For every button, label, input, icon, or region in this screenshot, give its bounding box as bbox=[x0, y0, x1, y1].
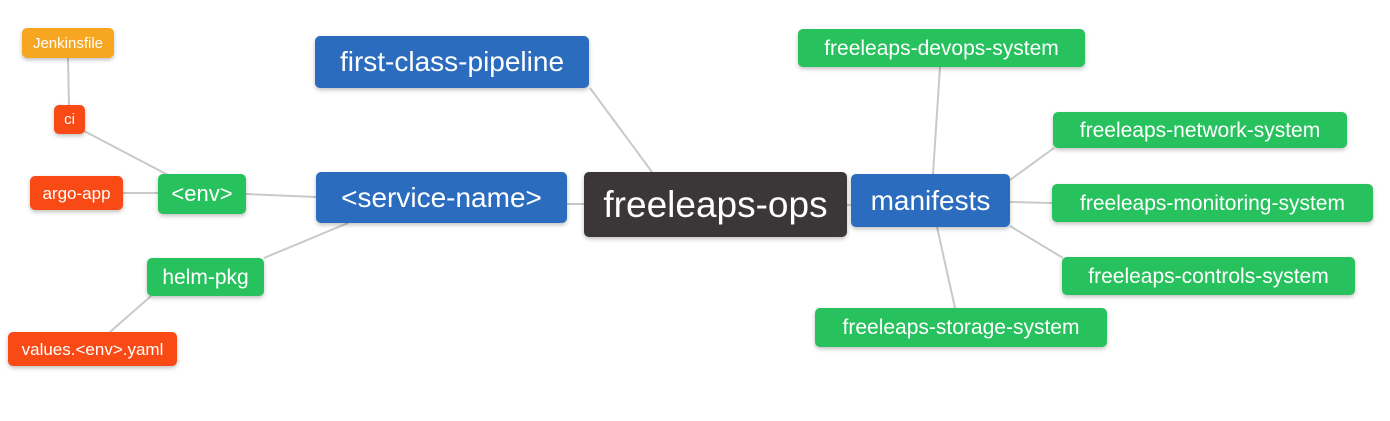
node-first-class-pipeline[interactable]: first-class-pipeline bbox=[315, 36, 589, 88]
edge-jenkinsfile-ci bbox=[67, 57, 70, 106]
edge-env-service-name bbox=[245, 193, 317, 198]
node-freeleaps-network-system[interactable]: freeleaps-network-system bbox=[1053, 112, 1347, 148]
node-freeleaps-monitoring-system[interactable]: freeleaps-monitoring-system bbox=[1052, 184, 1373, 222]
node-freeleaps-devops-system[interactable]: freeleaps-devops-system bbox=[798, 29, 1085, 67]
edge-first-class-pipeline-ops bbox=[589, 87, 653, 173]
node-helm-pkg[interactable]: helm-pkg bbox=[147, 258, 264, 296]
node-ci[interactable]: ci bbox=[54, 105, 85, 134]
node-freeleaps-ops-root[interactable]: freeleaps-ops bbox=[584, 172, 847, 237]
edge-manifests-monitoring-system bbox=[1009, 201, 1053, 204]
edge-manifests-network-system bbox=[1009, 147, 1055, 181]
node-freeleaps-storage-system[interactable]: freeleaps-storage-system bbox=[815, 308, 1107, 347]
edge-manifests-controls-system bbox=[1009, 225, 1064, 259]
edge-helm-pkg-values-env-yaml bbox=[109, 295, 152, 333]
node-env[interactable]: <env> bbox=[158, 174, 246, 214]
edge-manifests-storage-system bbox=[936, 226, 956, 309]
edge-service-name-helm-pkg bbox=[263, 222, 349, 259]
edge-ci-env bbox=[83, 130, 169, 176]
node-jenkinsfile[interactable]: Jenkinsfile bbox=[22, 28, 114, 58]
node-service-name[interactable]: <service-name> bbox=[316, 172, 567, 223]
node-freeleaps-controls-system[interactable]: freeleaps-controls-system bbox=[1062, 257, 1355, 295]
edge-manifests-devops-system bbox=[932, 66, 941, 175]
node-values-env-yaml[interactable]: values.<env>.yaml bbox=[8, 332, 177, 366]
node-manifests[interactable]: manifests bbox=[851, 174, 1010, 227]
node-argo-app[interactable]: argo-app bbox=[30, 176, 123, 210]
